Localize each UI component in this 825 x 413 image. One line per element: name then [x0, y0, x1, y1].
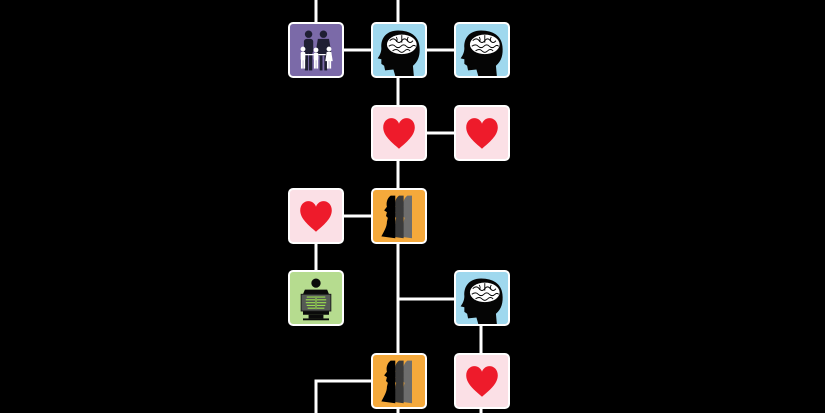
brain-head-icon	[377, 30, 420, 76]
brain-tile	[371, 22, 427, 78]
head-profiles-icon	[381, 360, 412, 404]
family-icon	[300, 30, 333, 71]
heart-icon	[466, 366, 498, 397]
heart-icon	[300, 201, 332, 232]
chest-xray-icon	[300, 278, 332, 321]
profiles-tile	[371, 353, 427, 409]
brain-head-icon	[460, 278, 503, 324]
brain-tile	[454, 22, 510, 78]
heart-icon	[466, 118, 498, 149]
heart-tile	[288, 188, 344, 244]
xray-tile	[288, 270, 344, 326]
heart-tile	[371, 105, 427, 161]
heart-tile	[454, 105, 510, 161]
heart-tile	[454, 353, 510, 409]
brain-head-icon	[460, 30, 503, 76]
profiles-tile	[371, 188, 427, 244]
brain-tile	[454, 270, 510, 326]
connector-line	[314, 379, 373, 413]
head-profiles-icon	[381, 195, 412, 239]
heart-icon	[383, 118, 415, 149]
family-tile	[288, 22, 344, 78]
